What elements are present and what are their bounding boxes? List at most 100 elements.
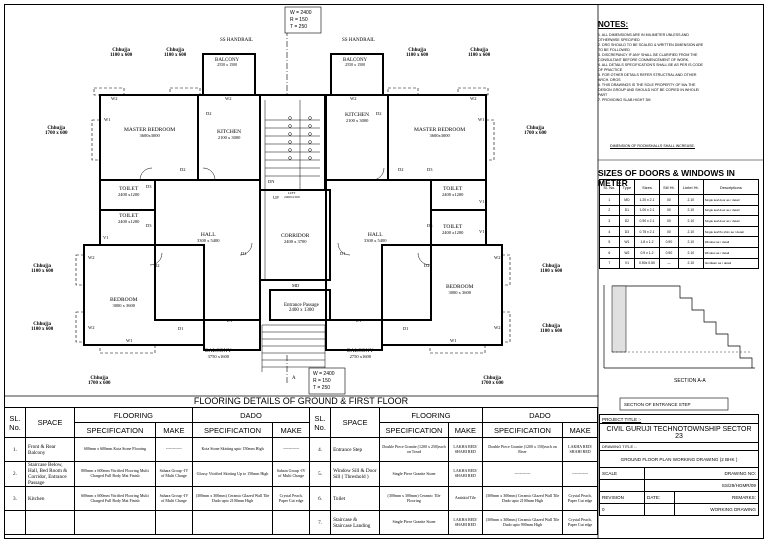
door-tag: D1 xyxy=(340,251,346,256)
sub-spec: SPECIFICATION xyxy=(481,422,564,438)
col-flooring: FLOORING xyxy=(379,407,483,423)
notes-panel: NOTES: 1. ALL DIMENSIONS ARE IN MILIMETE… xyxy=(598,20,756,160)
dw-cell: 3 xyxy=(599,215,620,227)
stair-up-tag: UP xyxy=(273,195,279,200)
flooring-cell: Window Sill & Door Sill ( Threshold ) xyxy=(330,461,381,487)
dw-header-cell: Type xyxy=(618,179,636,195)
window-tag: W1 xyxy=(126,338,133,343)
col-dado: DADO xyxy=(481,407,599,423)
sub-spec: SPECIFICATION xyxy=(74,422,156,438)
door-tag: D1 xyxy=(403,326,409,331)
flooring-cell xyxy=(74,510,156,535)
note-item: OF PRACTICE xyxy=(598,68,623,72)
flooring-cell: Single Piece Granite Stone xyxy=(379,461,449,487)
note-item: 6. THIS DRAWINGS IS THE SOLE PROPERTY OF… xyxy=(598,83,696,87)
dw-cell: — xyxy=(658,257,679,270)
staircase xyxy=(261,100,326,372)
flooring-cell: ------------ xyxy=(272,437,311,462)
dw-cell: 0.9 x 1.2 xyxy=(634,246,660,259)
flooring-cell: 600mm x 600mm Kota Stone Flooring xyxy=(74,437,156,462)
section-tag-top-t: T = 250 xyxy=(290,24,307,30)
sub-spec: SPECIFICATION xyxy=(191,422,274,438)
flooring-cell: ------------ xyxy=(481,461,564,487)
dw-cell: Window as r detail xyxy=(702,236,760,248)
dw-cell: 1.20 x 2.1 xyxy=(634,194,660,206)
dw-cell: Window as r detail xyxy=(702,246,760,259)
door-tag: D2 xyxy=(180,167,186,172)
door-tag: D2 xyxy=(398,167,404,172)
section-tag-top-r: R = 150 xyxy=(290,17,308,23)
dimension-note: DIMENSION OF ROOMSHALLS SHALL INCREASE. xyxy=(610,144,695,148)
drawing-no-label: DRAWING NO: xyxy=(644,467,759,480)
stair-down-tag: DN xyxy=(268,179,275,184)
dw-cell: Ventilator as r detail xyxy=(702,257,760,270)
dw-cell: 0.90 xyxy=(658,236,679,248)
dw-cell: 0.75 x 2.1 xyxy=(634,225,660,238)
section-tag-bottom-r: R = 150 xyxy=(313,378,331,384)
flooring-cell xyxy=(272,510,311,535)
section-entrance-label: SECTION OF ENTRANCE STEP xyxy=(624,402,691,407)
dw-cell: 4 xyxy=(599,225,620,238)
flooring-cell: Glossy Vitrified Skirting Up to 150mm Hi… xyxy=(191,461,274,487)
window-tag: W2 xyxy=(470,96,477,101)
revision-value: 0 xyxy=(599,503,645,516)
dw-cell: 1 xyxy=(599,194,620,206)
remarks-label: REMARKS: xyxy=(674,491,759,504)
dw-cell: Single leaf flu shim as r detail xyxy=(702,225,760,238)
section-tag-top-w: W = 2400 xyxy=(290,10,312,16)
flooring-table: SL. No. SPACE FLOORING DADO SL. No. SPAC… xyxy=(4,407,599,535)
notes-list: 1. ALL DIMENSIONS ARE IN MILIMETER UNLES… xyxy=(598,33,756,103)
dw-header-cell: Descriptions xyxy=(702,179,760,195)
flooring-cell: 6. xyxy=(309,486,332,511)
working-drawing-label: WORKING DRAWING xyxy=(674,503,759,516)
door-tag: D3 xyxy=(146,223,152,228)
dw-cell: MD xyxy=(618,194,636,206)
dw-header-cell: Lintel Ht. xyxy=(677,179,704,195)
section-tag-bottom-t: T = 250 xyxy=(313,385,330,391)
dw-header-cell: Sill Ht. xyxy=(658,179,679,195)
flooring-cell: Kitchen xyxy=(25,486,75,511)
notes-title: NOTES: xyxy=(598,20,629,29)
drawing-no-value: SS/29/HGMR/09 xyxy=(644,479,759,492)
sub-make: MAKE xyxy=(562,422,598,438)
dw-cell: Single leaf door as r detail xyxy=(702,204,760,217)
flooring-cell: (300mm x 300mm) Ceramic Tile Flooring xyxy=(379,486,449,511)
vent-tag: V1 xyxy=(479,199,485,204)
dw-cell: 2.10 xyxy=(677,204,704,217)
flooring-cell: ------------ xyxy=(154,437,193,462)
flooring-cell: 600mm x 600mm Vitrified Flooring Multi C… xyxy=(74,486,156,511)
col-sl: SL. No. xyxy=(309,407,332,438)
dw-cell: 0.90 xyxy=(658,246,679,259)
flooring-cell: Antiskid Tile xyxy=(447,486,483,511)
dw-cell: 2 xyxy=(599,204,620,217)
note-item: OTHERWISE SPECIFIED xyxy=(598,38,640,42)
note-item: ARCH. DRGS xyxy=(598,78,621,82)
drawing-title-label: DRAWING TITLE :- xyxy=(599,442,759,451)
window-tag: W2 xyxy=(225,96,232,101)
note-item: 2. DRG SHOULD TO BE SCALED & WRITTEN DIM… xyxy=(598,43,704,47)
dw-cell: 5 xyxy=(599,236,620,248)
date-value xyxy=(643,503,676,516)
col-space: SPACE xyxy=(330,407,381,438)
dw-cell: 00 xyxy=(658,194,679,206)
